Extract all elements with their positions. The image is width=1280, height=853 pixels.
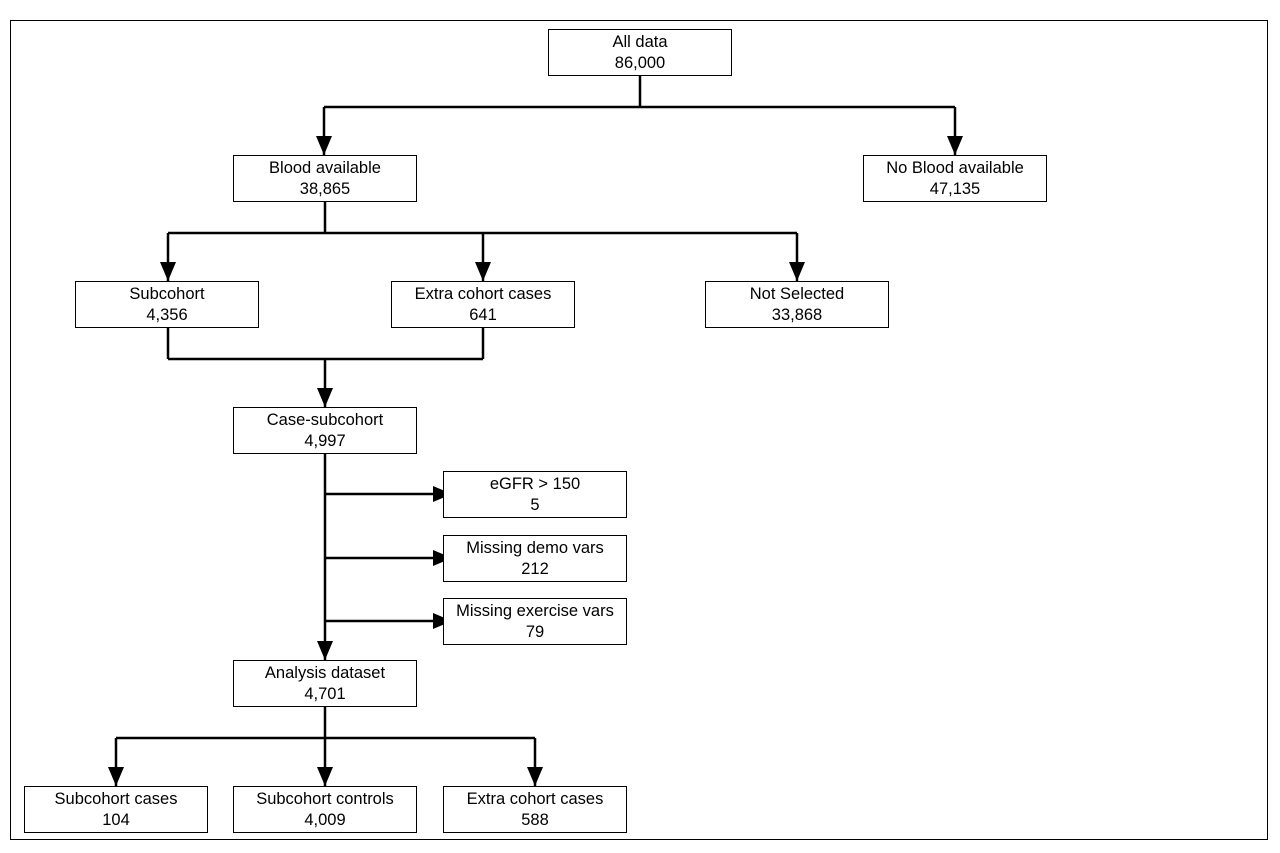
- arrowhead-final-extra-cohort-cases: [527, 767, 543, 786]
- arrowhead-no-blood-available: [947, 136, 963, 155]
- arrowhead-subcohort-cases: [108, 767, 124, 786]
- node-final-extra-cohort-cases-label: Extra cohort cases: [466, 789, 604, 808]
- node-extra-cohort-cases: Extra cohort cases 641: [391, 281, 575, 328]
- node-missing-exercise-vars-label: Missing exercise vars: [456, 601, 614, 620]
- node-case-subcohort-label: Case-subcohort: [266, 410, 384, 429]
- node-missing-demo-vars-count: 212: [521, 559, 549, 578]
- node-analysis-dataset-label: Analysis dataset: [264, 663, 386, 682]
- node-blood-available-label: Blood available: [269, 158, 381, 177]
- node-case-subcohort-count: 4,997: [304, 431, 346, 450]
- node-subcohort-controls: Subcohort controls 4,009: [233, 786, 417, 833]
- node-all-data: All data 86,000: [548, 29, 732, 76]
- arrowhead-missing-exercise-vars: [433, 613, 452, 629]
- node-missing-exercise-vars: Missing exercise vars 79: [443, 598, 627, 645]
- node-subcohort-controls-label: Subcohort controls: [256, 789, 394, 808]
- arrowhead-analysis-dataset: [317, 641, 333, 660]
- node-final-extra-cohort-cases-count: 588: [521, 810, 549, 829]
- node-not-selected: Not Selected 33,868: [705, 281, 889, 328]
- node-not-selected-label: Not Selected: [749, 284, 845, 303]
- node-no-blood-available: No Blood available 47,135: [863, 155, 1047, 202]
- arrowhead-subcohort: [160, 262, 176, 281]
- node-blood-available: Blood available 38,865: [233, 155, 417, 202]
- node-missing-demo-vars-label: Missing demo vars: [466, 538, 604, 557]
- arrowhead-not-selected: [789, 262, 805, 281]
- arrowhead-extra-cohort-cases: [475, 262, 491, 281]
- node-subcohort-cases-label: Subcohort cases: [54, 789, 178, 808]
- diagram-frame: [10, 20, 1268, 840]
- node-not-selected-count: 33,868: [771, 305, 823, 324]
- arrowhead-subcohort-controls: [317, 767, 333, 786]
- node-case-subcohort: Case-subcohort 4,997: [233, 407, 417, 454]
- node-no-blood-available-count: 47,135: [929, 179, 981, 198]
- node-all-data-count: 86,000: [614, 53, 666, 72]
- node-subcohort: Subcohort 4,356: [75, 281, 259, 328]
- arrowhead-egfr-exclusion: [433, 486, 452, 502]
- node-extra-cohort-cases-label: Extra cohort cases: [414, 284, 552, 303]
- node-subcohort-cases: Subcohort cases 104: [24, 786, 208, 833]
- node-subcohort-count: 4,356: [146, 305, 188, 324]
- node-extra-cohort-cases-count: 641: [469, 305, 497, 324]
- node-analysis-dataset: Analysis dataset 4,701: [233, 660, 417, 707]
- node-subcohort-label: Subcohort: [129, 284, 205, 303]
- arrowhead-blood-available: [316, 136, 332, 155]
- node-egfr-exclusion: eGFR > 150 5: [443, 471, 627, 518]
- node-subcohort-cases-count: 104: [102, 810, 130, 829]
- node-missing-exercise-vars-count: 79: [525, 622, 545, 641]
- node-egfr-exclusion-label: eGFR > 150: [489, 474, 581, 493]
- node-final-extra-cohort-cases: Extra cohort cases 588: [443, 786, 627, 833]
- node-missing-demo-vars: Missing demo vars 212: [443, 535, 627, 582]
- node-subcohort-controls-count: 4,009: [304, 810, 346, 829]
- node-analysis-dataset-count: 4,701: [304, 684, 346, 703]
- node-egfr-exclusion-count: 5: [530, 495, 540, 514]
- arrowhead-missing-demo-vars: [433, 550, 452, 566]
- node-no-blood-available-label: No Blood available: [886, 158, 1024, 177]
- node-blood-available-count: 38,865: [299, 179, 351, 198]
- node-all-data-label: All data: [612, 32, 668, 51]
- arrowhead-case-subcohort: [317, 388, 333, 407]
